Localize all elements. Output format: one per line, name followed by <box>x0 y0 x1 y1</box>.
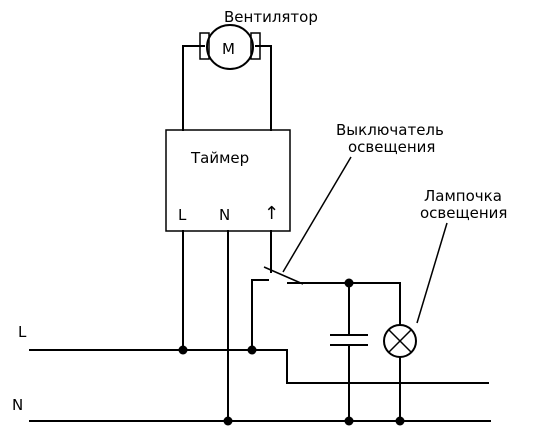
junction-dot-switch-feed <box>247 345 257 355</box>
lamp <box>383 282 417 422</box>
lamp-label-line1: Лампочка <box>424 187 502 205</box>
motor-label: M <box>222 40 235 58</box>
junction-dot-capacitor-top <box>344 278 354 288</box>
switch-label-line2: освещения <box>348 138 435 156</box>
junction-dot-lamp-bottom <box>395 416 405 426</box>
junction-dot-timer-n <box>223 416 233 426</box>
fan-label: Вентилятор <box>224 8 318 26</box>
capacitor <box>330 282 368 422</box>
lamp-label-line2: освещения <box>420 204 507 222</box>
switch-pointer <box>282 156 352 273</box>
timer-terminal-out: ↑ <box>264 203 279 224</box>
fan-motor: M <box>182 24 272 131</box>
line-l-label: L <box>18 323 27 341</box>
junction-dot-timer-l <box>178 345 188 355</box>
timer-terminal-l: L <box>178 206 187 224</box>
line-n-label: N <box>12 396 23 414</box>
lamp-pointer <box>416 222 448 324</box>
light-switch <box>251 266 401 351</box>
lamp-cross-b <box>388 329 412 353</box>
junction-dot-capacitor-bottom <box>344 416 354 426</box>
fan-bracket-left <box>199 32 210 60</box>
fan-bracket-right <box>250 32 261 60</box>
timer-terminal-n: N <box>219 206 230 224</box>
switch-blade <box>263 266 304 285</box>
timer-label: Таймер <box>190 149 249 167</box>
timer: Таймер L N ↑ <box>165 129 291 232</box>
fan-motor-circle <box>206 24 254 70</box>
switch-label-line1: Выключатель <box>336 121 444 139</box>
